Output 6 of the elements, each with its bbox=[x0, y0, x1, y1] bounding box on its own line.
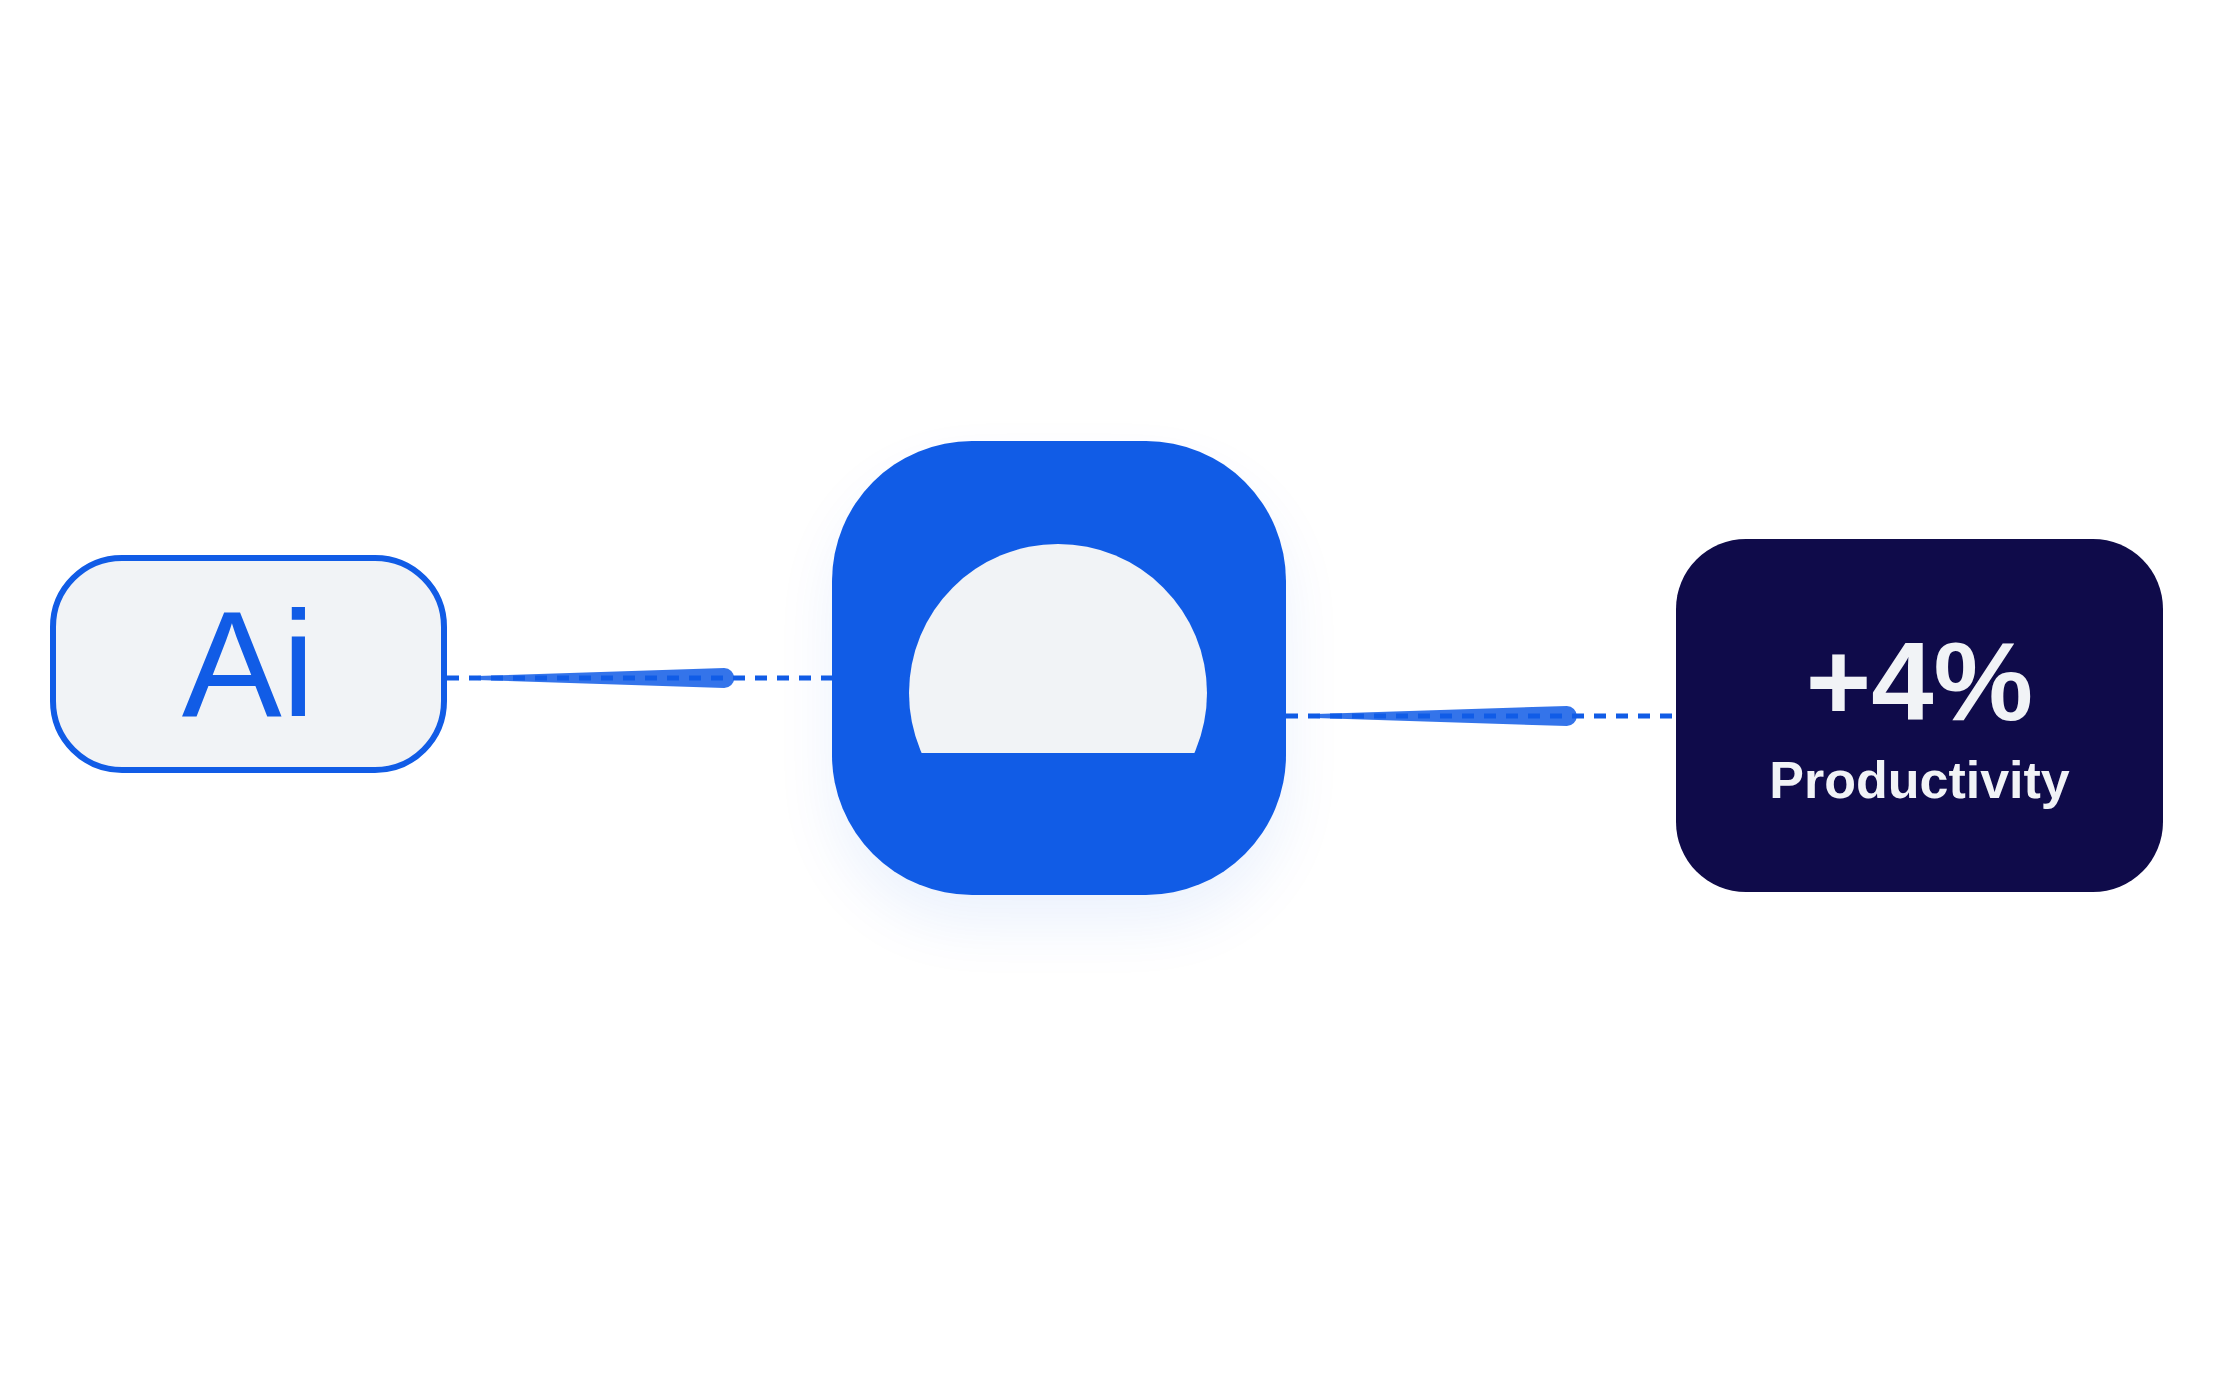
app-tile bbox=[832, 441, 1286, 895]
stat-value: +4% bbox=[1805, 625, 2034, 738]
label-pill bbox=[50, 555, 447, 773]
ai-label: Ai bbox=[181, 589, 316, 739]
dashed-connector bbox=[447, 668, 832, 688]
stat-card bbox=[1676, 539, 2163, 892]
